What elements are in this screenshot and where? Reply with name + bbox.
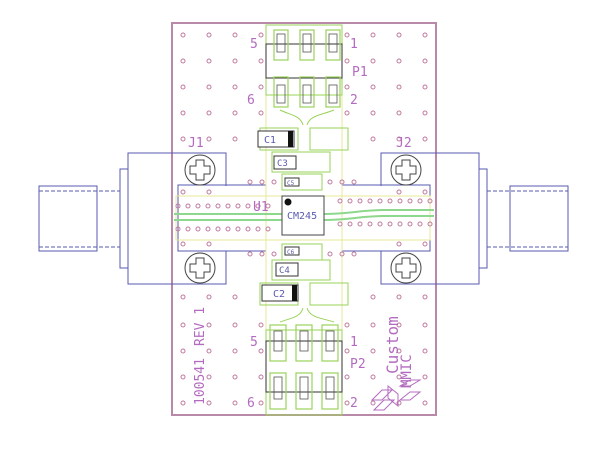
- p1-pin6-label: 6: [247, 93, 255, 108]
- rf-trace: [174, 209, 434, 221]
- c3-label: C3: [277, 159, 288, 169]
- c2-label: C2: [273, 289, 285, 300]
- c6-label: C6: [287, 249, 295, 256]
- ic-part-label: CM245: [287, 211, 317, 222]
- p2-pin1-label: 1: [350, 335, 358, 350]
- p1-pin1-label: 1: [350, 37, 358, 52]
- connector-j1-body: [38, 152, 227, 285]
- board-revision: REV 1: [193, 307, 208, 346]
- custom-mmic-logo-icon: [370, 379, 422, 411]
- j1-label: J1: [188, 136, 204, 151]
- j2-label: J2: [396, 136, 412, 151]
- logo-text-mmic: MMIC: [399, 354, 415, 388]
- p2-pin6-label: 6: [247, 396, 255, 411]
- c1-label: C1: [264, 135, 276, 146]
- c4-label: C4: [279, 266, 290, 276]
- screw-icon: [184, 154, 422, 284]
- p1-pin5-label: 5: [250, 37, 258, 52]
- via-grid: [175, 32, 433, 406]
- p2-pin2-label: 2: [350, 396, 358, 411]
- p1-ref-label: P1: [352, 65, 368, 80]
- ic-ref-label: U1: [253, 200, 269, 215]
- logo-text-custom: Custom: [383, 316, 402, 374]
- p2-pin5-label: 5: [250, 335, 258, 350]
- header-p1: [265, 24, 343, 108]
- p2-ref-label: P2: [350, 357, 366, 372]
- c5-label: C5: [287, 180, 295, 187]
- p1-pin2-label: 2: [350, 93, 358, 108]
- header-p2: [265, 324, 343, 416]
- board-part-number: 100541: [193, 358, 208, 405]
